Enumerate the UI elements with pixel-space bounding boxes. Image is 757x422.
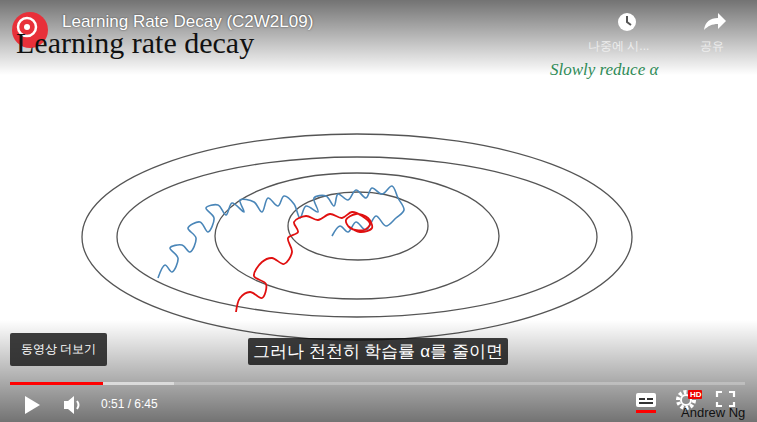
- bottom-shade: [0, 320, 757, 422]
- decay-path: [236, 212, 372, 312]
- author-name: Andrew Ng: [681, 406, 745, 421]
- node-text: 그러나 천천히 학습률 α를 줄이면: [253, 340, 503, 363]
- play-icon: [25, 396, 40, 414]
- more-videos-button: 동영상 더보기: [10, 333, 107, 366]
- progress-bar: [10, 382, 745, 385]
- watch-later-icon: [618, 13, 636, 31]
- share-label: 공유: [700, 40, 724, 54]
- subtitle-box: 그러나 천천히 학습률 α를 줄이면: [248, 338, 508, 365]
- watch-later-label: 나중에 시...: [588, 40, 649, 54]
- hd-badge: HD: [690, 390, 702, 399]
- time-display: 0:51 / 6:45: [101, 398, 158, 412]
- contour-ellipses: [82, 134, 632, 340]
- volume-icon: [64, 396, 79, 414]
- slide-title: Learning rate decay: [16, 26, 254, 61]
- share-icon: [704, 13, 726, 30]
- handwritten-note: Slowly reduce α: [550, 60, 658, 80]
- fullscreen-icon: [717, 392, 734, 406]
- node-text: 동영상 더보기: [21, 341, 96, 358]
- subtitles-icon: [636, 393, 656, 413]
